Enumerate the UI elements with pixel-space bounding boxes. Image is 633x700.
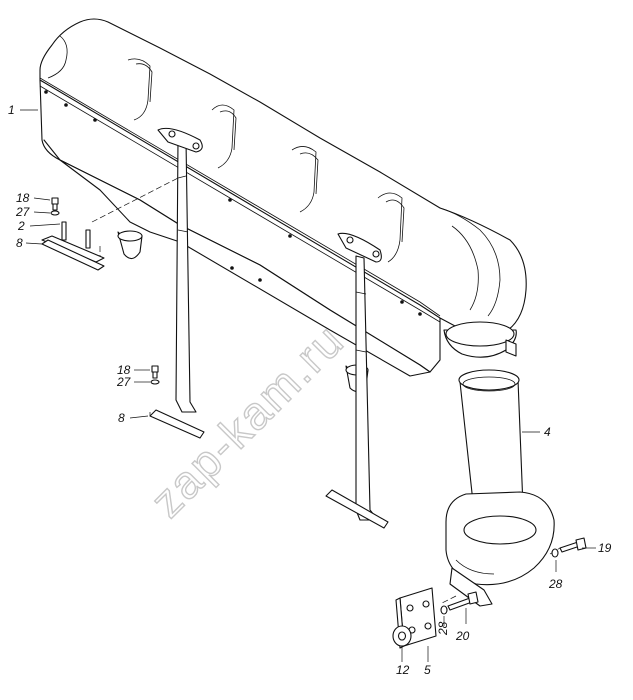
callout-20: 20 <box>455 629 470 643</box>
bolt-19 <box>551 537 587 558</box>
mid-fasteners <box>150 365 160 385</box>
callout-1: 1 <box>8 103 15 117</box>
air-cleaner-housing <box>39 18 527 393</box>
support-bracket-right <box>325 232 389 529</box>
callout-28-right: 28 <box>548 577 563 591</box>
callout-18-mid: 18 <box>117 363 131 377</box>
callout-19: 19 <box>598 541 612 555</box>
support-bracket-left <box>149 127 205 439</box>
callout-labels: 1 18 27 2 8 18 27 8 4 19 28 28 20 12 5 <box>8 103 612 677</box>
callout-5: 5 <box>424 663 431 677</box>
left-fasteners <box>41 197 105 271</box>
callout-27-mid: 27 <box>116 375 132 389</box>
callout-8-top: 8 <box>16 236 23 250</box>
rim-bolts <box>44 90 422 316</box>
callout-18-top: 18 <box>16 191 30 205</box>
callout-8-mid: 8 <box>118 411 125 425</box>
callout-2: 2 <box>17 219 25 233</box>
callout-4: 4 <box>544 425 551 439</box>
washer-12 <box>392 625 412 647</box>
bolt-20 <box>440 591 479 615</box>
callout-12: 12 <box>396 663 410 677</box>
leader-lines <box>20 109 596 662</box>
intake-pipe <box>445 369 555 607</box>
callout-28-bottom: 28 <box>436 621 450 636</box>
callout-27-top: 27 <box>15 205 31 219</box>
